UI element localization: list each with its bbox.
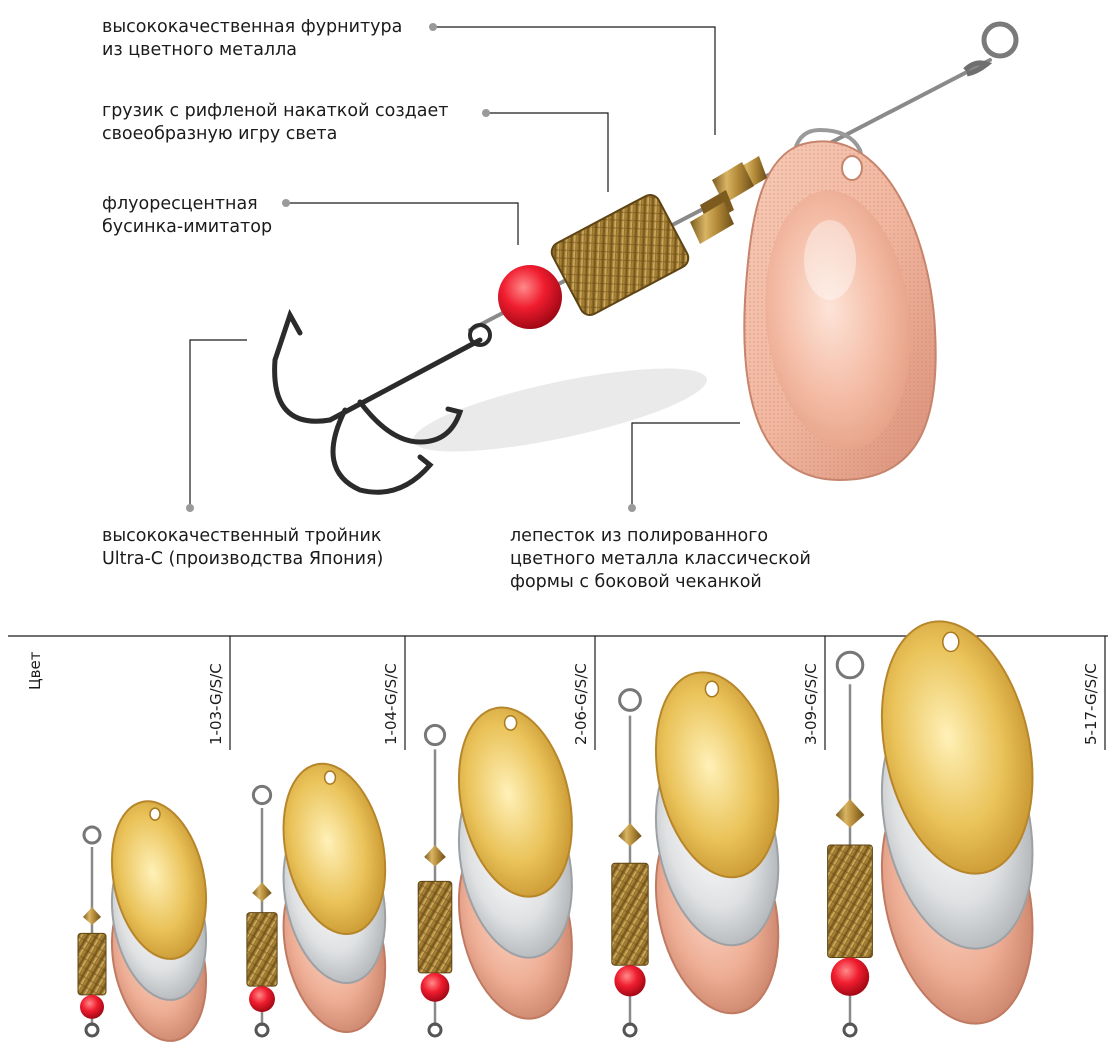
size-label-2: 1-04-G/S/C bbox=[382, 663, 400, 745]
gold-blade bbox=[457, 706, 573, 898]
color-label: Цвет bbox=[26, 651, 44, 690]
knurled-weight bbox=[417, 880, 453, 974]
small-lure-3 bbox=[417, 706, 573, 1038]
main-blade bbox=[743, 140, 937, 482]
top-eye-loop bbox=[963, 21, 1019, 77]
callout-dots bbox=[186, 23, 636, 512]
gold-blade bbox=[110, 800, 208, 960]
small-lure-2 bbox=[246, 762, 387, 1038]
knurled-weight bbox=[611, 862, 649, 966]
callout-hardware: высококачественная фурнитура из цветного… bbox=[102, 17, 403, 60]
callout-bead: флуоресцентная бусинка-имитатор bbox=[102, 194, 273, 237]
callout-lines bbox=[189, 26, 740, 508]
red-bead bbox=[498, 265, 562, 329]
size-label-5: 5-17-G/S/C bbox=[1082, 663, 1100, 745]
callout-hook: высококачественный тройник Ultra-C (прои… bbox=[102, 526, 384, 569]
callout-blade: лепесток из полированного цветного метал… bbox=[510, 526, 811, 592]
red-bead bbox=[614, 965, 646, 997]
size-label-3: 2-06-G/S/C bbox=[572, 663, 590, 745]
treble-hook bbox=[272, 308, 492, 495]
red-bead bbox=[420, 972, 450, 1002]
gold-blade bbox=[654, 671, 780, 879]
red-bead bbox=[249, 986, 275, 1013]
small-lure-1 bbox=[77, 800, 208, 1042]
brass-beads bbox=[690, 156, 767, 244]
knurled-weight bbox=[550, 194, 690, 316]
small-lures bbox=[77, 620, 1034, 1042]
small-lure-4 bbox=[611, 671, 780, 1038]
knurled-weight bbox=[827, 844, 873, 958]
size-label-1: 1-03-G/S/C bbox=[207, 663, 225, 745]
red-bead bbox=[830, 957, 870, 996]
size-label-4: 3-09-G/S/C bbox=[802, 663, 820, 745]
knurled-weight bbox=[77, 932, 107, 996]
red-bead bbox=[80, 994, 104, 1019]
small-lure-5 bbox=[827, 620, 1034, 1038]
callout-weight: грузик с рифленой накаткой создает своео… bbox=[102, 101, 449, 144]
main-lure bbox=[272, 21, 1019, 495]
knurled-weight bbox=[246, 912, 278, 987]
gold-blade bbox=[282, 762, 387, 936]
gold-blade bbox=[880, 620, 1034, 875]
